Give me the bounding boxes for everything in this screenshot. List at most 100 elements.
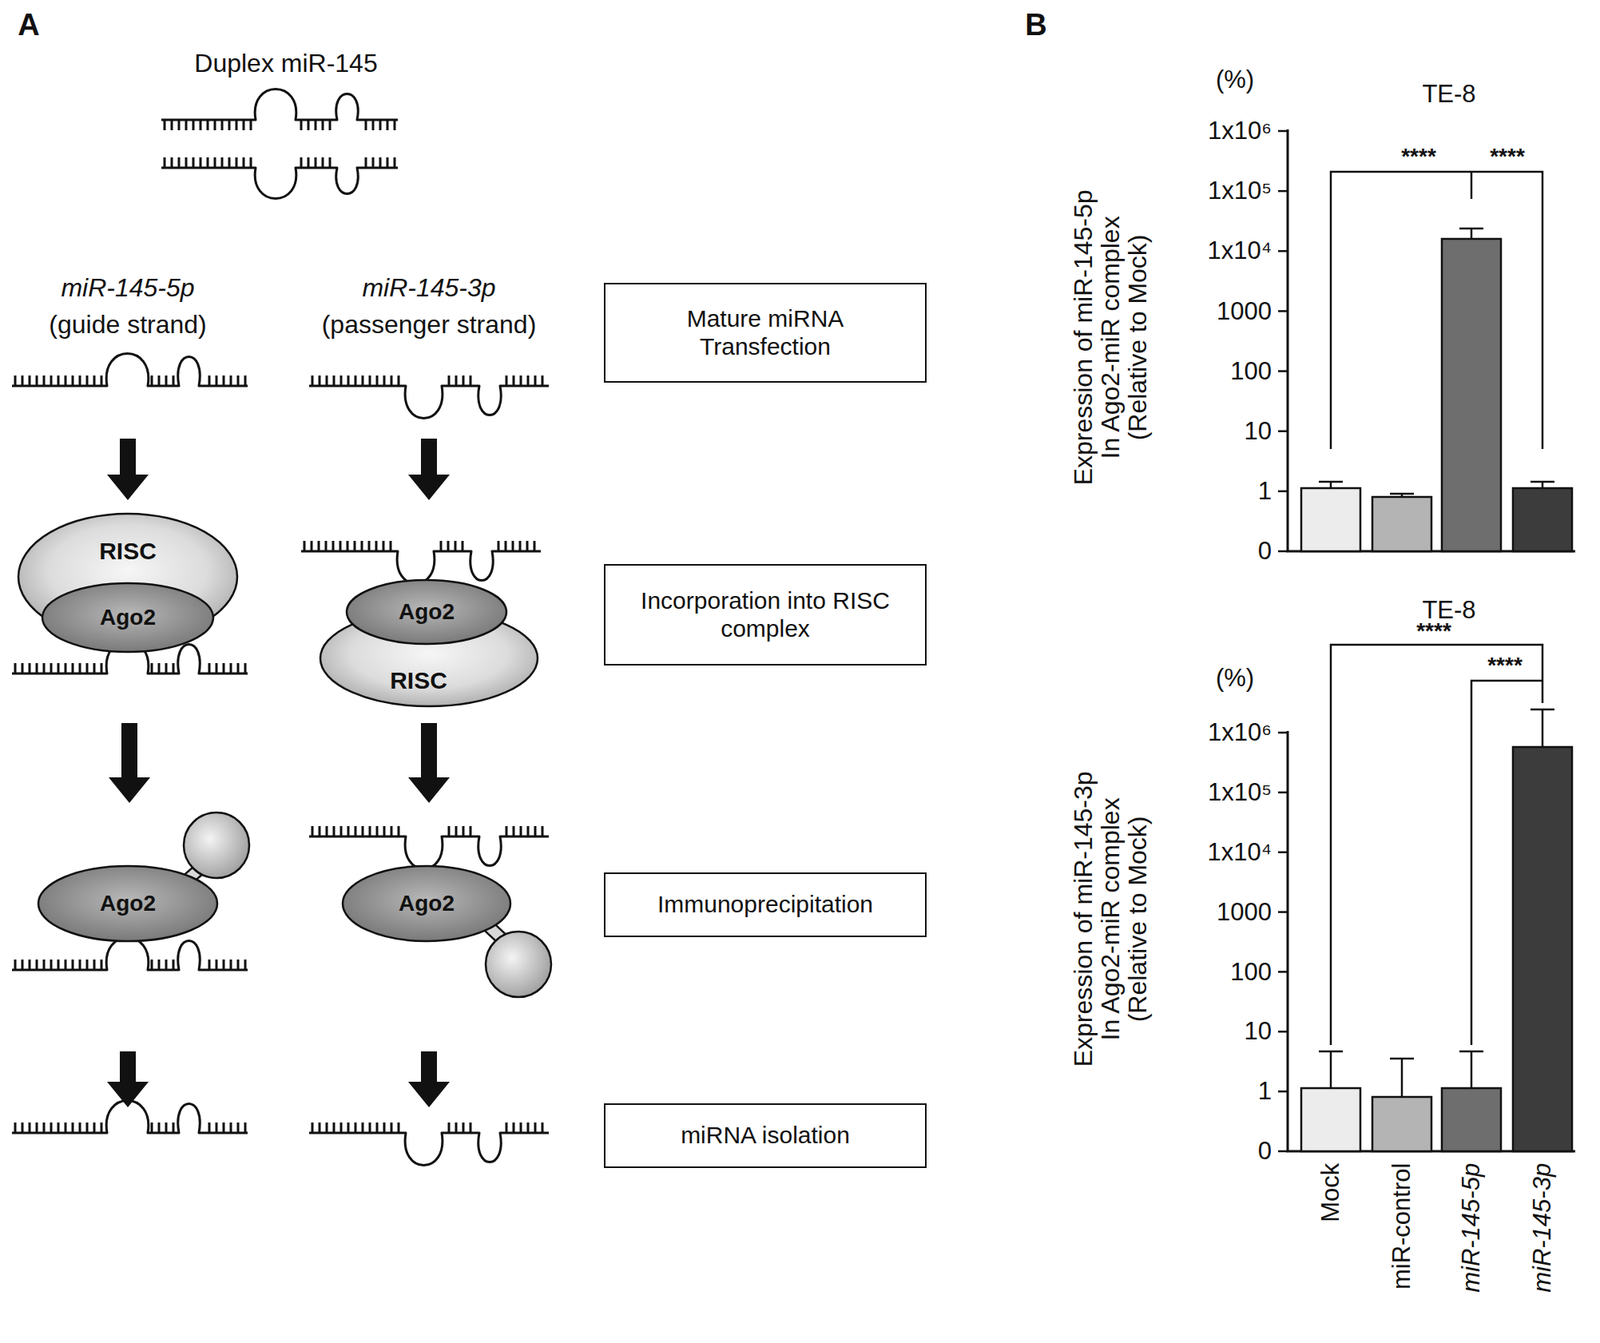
tick-label: 1000 bbox=[1216, 897, 1272, 927]
error-cap bbox=[1389, 1057, 1414, 1061]
category-label: miR-145-5p bbox=[1457, 1163, 1486, 1293]
axis-unit: (%) bbox=[1215, 663, 1255, 693]
error-bar bbox=[1330, 1051, 1333, 1088]
axis-title-holder: (Relative to Mock) bbox=[1123, 234, 1153, 441]
axis-tick bbox=[1278, 731, 1288, 735]
significance-mark-holder: **** bbox=[1416, 618, 1452, 644]
tick-label-holder: 1x10⁵ bbox=[1207, 778, 1272, 807]
tick-label: 0 bbox=[1258, 536, 1272, 566]
significance-bracket bbox=[1330, 644, 1543, 1045]
block-arrow-connector bbox=[408, 722, 450, 803]
box-text: miRNA isolation bbox=[680, 1121, 850, 1150]
rna-strand bbox=[309, 825, 549, 870]
panel-letter-holder: B bbox=[1024, 7, 1047, 44]
tick-label: 1x10⁴ bbox=[1206, 236, 1272, 266]
tick-label-holder: 10 bbox=[1244, 1016, 1272, 1046]
tick-label-holder: 1x10⁴ bbox=[1206, 236, 1272, 266]
duplex-label-holder: Duplex miR-145 bbox=[194, 48, 378, 79]
error-bar bbox=[1470, 228, 1473, 239]
category-label: miR-145-3p bbox=[1528, 1163, 1557, 1293]
ago2-protein: Ago2 bbox=[40, 581, 215, 654]
strand-name: miR-145-3p bbox=[361, 273, 496, 303]
shape-text-holder: RISC bbox=[338, 660, 499, 701]
tick-label: 1 bbox=[1258, 1076, 1272, 1106]
tick-label-holder: 0 bbox=[1258, 536, 1272, 566]
axis-tick bbox=[1278, 429, 1288, 433]
tick-label: 1x10⁶ bbox=[1207, 718, 1272, 747]
tick-label: 0 bbox=[1258, 1136, 1272, 1166]
category-label: miR-control bbox=[1387, 1163, 1417, 1290]
category-label-holder: miR-145-5p bbox=[1457, 1163, 1486, 1293]
bar bbox=[1441, 238, 1501, 552]
risc-complex: RISC Ago2 bbox=[9, 511, 250, 723]
ago2-immunoprecipitated: Ago2 bbox=[318, 802, 559, 1003]
ellipse-outline bbox=[42, 583, 214, 652]
axis-tick bbox=[1278, 1030, 1288, 1033]
error-cap bbox=[1318, 1050, 1343, 1053]
axis-tick bbox=[1278, 490, 1288, 493]
process-box: miRNA isolation bbox=[603, 1103, 927, 1168]
box-text: Mature miRNA Transfection bbox=[635, 305, 895, 361]
axis-title-holder: (Relative to Mock) bbox=[1123, 815, 1153, 1022]
tick-label-holder: 100 bbox=[1230, 357, 1272, 386]
bar bbox=[1512, 746, 1573, 1152]
axis-title: (Relative to Mock) bbox=[1123, 815, 1153, 1022]
illustration-group bbox=[11, 89, 1576, 1166]
axis-tick bbox=[1278, 130, 1288, 133]
shape-text: RISC bbox=[99, 537, 157, 566]
tick-label-holder: 1x10⁶ bbox=[1207, 116, 1272, 146]
rna-strand bbox=[11, 1100, 248, 1134]
shape-text-holder: Ago2 bbox=[346, 883, 507, 924]
block-arrow bbox=[408, 438, 450, 501]
box-text: Incorporation into RISC complex bbox=[635, 587, 895, 643]
significance-mark-holder: **** bbox=[1489, 143, 1525, 170]
ellipse-outline bbox=[346, 579, 507, 644]
tick-label-holder: 1 bbox=[1258, 476, 1272, 506]
bar bbox=[1301, 488, 1361, 552]
bar bbox=[1301, 1087, 1361, 1152]
ago2-protein: Ago2 bbox=[345, 578, 509, 646]
axis-tick bbox=[1278, 550, 1288, 553]
axis-tick bbox=[1278, 369, 1288, 373]
shape-text-holder: Ago2 bbox=[47, 597, 208, 638]
process-box: Immunoprecipitation bbox=[603, 872, 927, 937]
shape-text-holder: Ago2 bbox=[346, 591, 507, 632]
error-cap bbox=[1318, 480, 1343, 484]
strand-role-holder: (guide strand) bbox=[48, 309, 207, 340]
bead bbox=[183, 812, 250, 878]
rna-strand bbox=[11, 937, 248, 971]
ellipse-outline bbox=[342, 865, 511, 941]
rna-strand bbox=[301, 540, 541, 584]
axis-tick bbox=[1278, 970, 1288, 973]
significance-bracket bbox=[1330, 171, 1543, 449]
block-arrow-connector bbox=[108, 722, 151, 803]
tick-label-holder: 1x10⁴ bbox=[1206, 837, 1272, 867]
bar bbox=[1441, 1087, 1501, 1152]
error-cap bbox=[1459, 1050, 1484, 1053]
process-box: Mature miRNA Transfection bbox=[603, 282, 927, 383]
error-cap bbox=[1459, 227, 1484, 231]
strand-name: miR-145-5p bbox=[60, 273, 195, 303]
shape-text-holder: RISC bbox=[47, 531, 208, 572]
shape-text: Ago2 bbox=[398, 890, 455, 917]
error-cap bbox=[1530, 480, 1555, 484]
axis-tick bbox=[1278, 850, 1288, 854]
bar bbox=[1372, 496, 1432, 552]
tick-label: 1 bbox=[1258, 476, 1272, 506]
tick-label-holder: 1 bbox=[1258, 1076, 1272, 1106]
strand-name-holder: miR-145-5p bbox=[60, 273, 195, 303]
significance-mark: **** bbox=[1416, 618, 1452, 644]
axis-title-holder: Expression of miR-145-3p bbox=[1068, 770, 1099, 1067]
panel-letter: B bbox=[1024, 7, 1047, 44]
tick-label: 10 bbox=[1244, 416, 1272, 446]
error-bar bbox=[1470, 1051, 1473, 1088]
tick-label-holder: 100 bbox=[1230, 957, 1272, 987]
tick-label-holder: 10 bbox=[1244, 416, 1272, 446]
rna-strand bbox=[309, 1122, 549, 1166]
significance-mark: **** bbox=[1487, 652, 1523, 679]
axis-title-holder: In Ago2-miR complex bbox=[1095, 215, 1126, 459]
axis-title-holder: In Ago2-miR complex bbox=[1095, 797, 1126, 1041]
block-arrow bbox=[107, 438, 149, 501]
significance-mark-holder: **** bbox=[1401, 143, 1437, 170]
tick-label: 1000 bbox=[1216, 297, 1272, 326]
